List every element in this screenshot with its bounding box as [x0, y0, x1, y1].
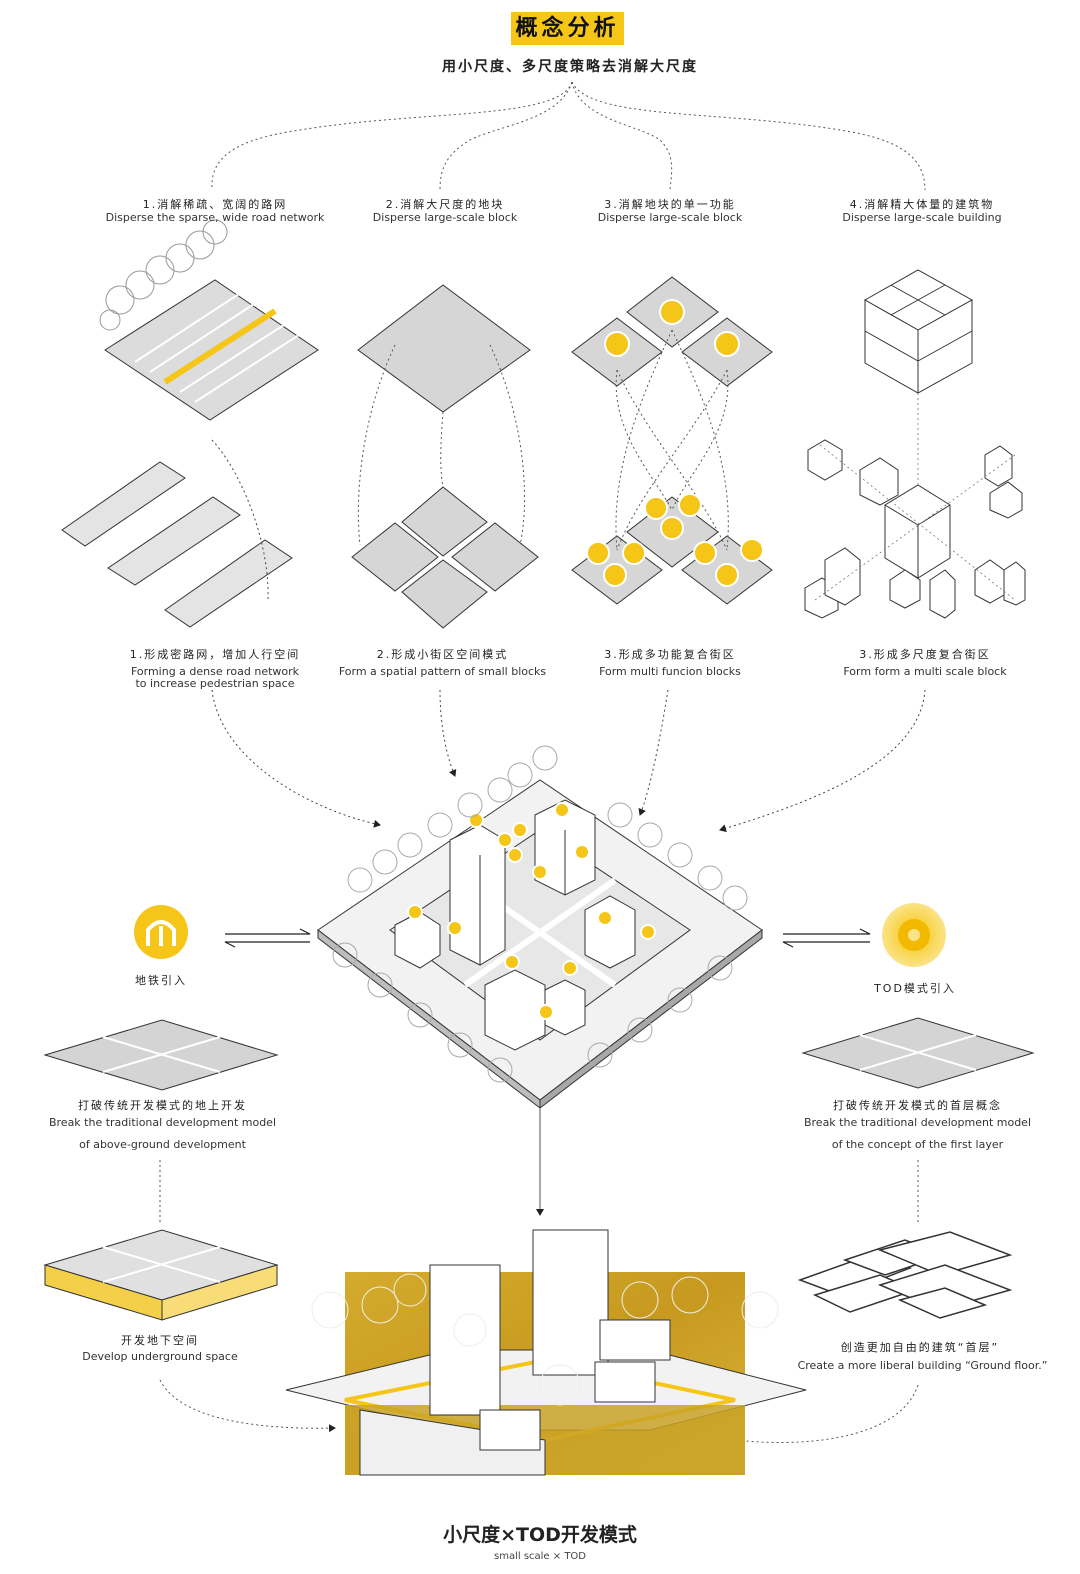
col2-top-cn: 2.消解大尺度的地块	[385, 198, 505, 211]
col4-top-cn: 4.消解精大体量的建筑物	[849, 198, 995, 211]
col3-top-cn: 3.消解地块的单一功能	[604, 198, 736, 211]
col2-bottom-cn: 2.形成小街区空间模式	[376, 648, 509, 661]
left-break-cn: 打破传统开发模式的地上开发	[78, 1099, 247, 1112]
central-pins	[407, 802, 656, 1020]
function-pins	[586, 299, 764, 587]
col2-top-en: Disperse large-scale block	[372, 211, 518, 224]
underground-cn: 开发地下空间	[121, 1334, 199, 1347]
left-break-en-1: Break the traditional development model	[48, 1116, 277, 1129]
col3-top-en: Disperse large-scale block	[597, 211, 743, 224]
road-network-top	[104, 279, 319, 421]
col3-bottom-en: Form multi funcion blocks	[599, 665, 741, 678]
big-cube	[863, 269, 974, 394]
col3-bottom-cn: 3.形成多功能复合街区	[604, 648, 736, 661]
ground-floor-en: Create a more liberal building “Ground f…	[797, 1359, 1048, 1372]
left-grid-plate	[43, 1019, 279, 1091]
tod-target-icon	[882, 903, 946, 967]
col4-bottom-cn: 3.形成多尺度复合街区	[859, 648, 991, 661]
col1-bottom-cn: 1.形成密路网，增加人行空间	[129, 648, 301, 661]
footer-title: 小尺度×TOD开发模式	[443, 1524, 637, 1546]
underground-en: Develop underground space	[82, 1350, 238, 1363]
dispersed-cubes	[804, 439, 1026, 619]
metro-logo-icon	[134, 905, 188, 959]
col1-top-cn: 1.消解稀疏、宽阔的路网	[142, 198, 288, 211]
underground-plate	[43, 1229, 279, 1321]
function-plates-top	[571, 276, 773, 387]
function-curves	[615, 329, 729, 551]
tod-label: TOD模式引入	[874, 982, 956, 995]
dense-roads	[61, 461, 293, 628]
block-curves	[357, 344, 526, 546]
ground-floor-plates	[797, 1231, 1013, 1319]
building-axes	[814, 393, 1016, 601]
page-title: 概念分析	[511, 12, 624, 45]
trees-row-1	[99, 219, 228, 331]
col2-bottom-en: Form a spatial pattern of small blocks	[338, 665, 547, 678]
col1-bottom-en-2: to increase pedestrian space	[135, 677, 295, 690]
footer-subtitle: small scale × TOD	[494, 1551, 586, 1562]
central-trees	[332, 745, 748, 1083]
branch-curves	[211, 81, 926, 191]
vertical-connectors	[159, 1108, 919, 1444]
right-break-en-1: Break the traditional development model	[803, 1116, 1032, 1129]
metro-label: 地铁引入	[135, 974, 187, 987]
central-district	[317, 779, 763, 1110]
converge-arrows	[211, 439, 926, 833]
col1-bottom-en-1: Forming a dense road network	[130, 665, 300, 678]
large-block	[357, 284, 531, 413]
small-blocks	[351, 486, 539, 629]
right-break-cn: 打破传统开发模式的首层概念	[833, 1099, 1002, 1112]
col4-top-en: Disperse large-scale building	[842, 211, 1002, 224]
page-subtitle: 用小尺度、多尺度策略去消解大尺度	[442, 59, 698, 75]
right-grid-plate	[801, 1017, 1035, 1089]
tod-scene	[285, 1229, 807, 1476]
col1-top-en: Disperse the sparse, wide road network	[105, 211, 325, 224]
exchange-arrows	[224, 928, 871, 948]
left-break-en-2: of above-ground development	[79, 1138, 246, 1151]
ground-floor-cn: 创造更加自由的建筑“首层”	[840, 1341, 1000, 1354]
right-break-en-2: of the concept of the first layer	[831, 1138, 1004, 1151]
col4-bottom-en: Form form a multi scale block	[843, 665, 1007, 678]
